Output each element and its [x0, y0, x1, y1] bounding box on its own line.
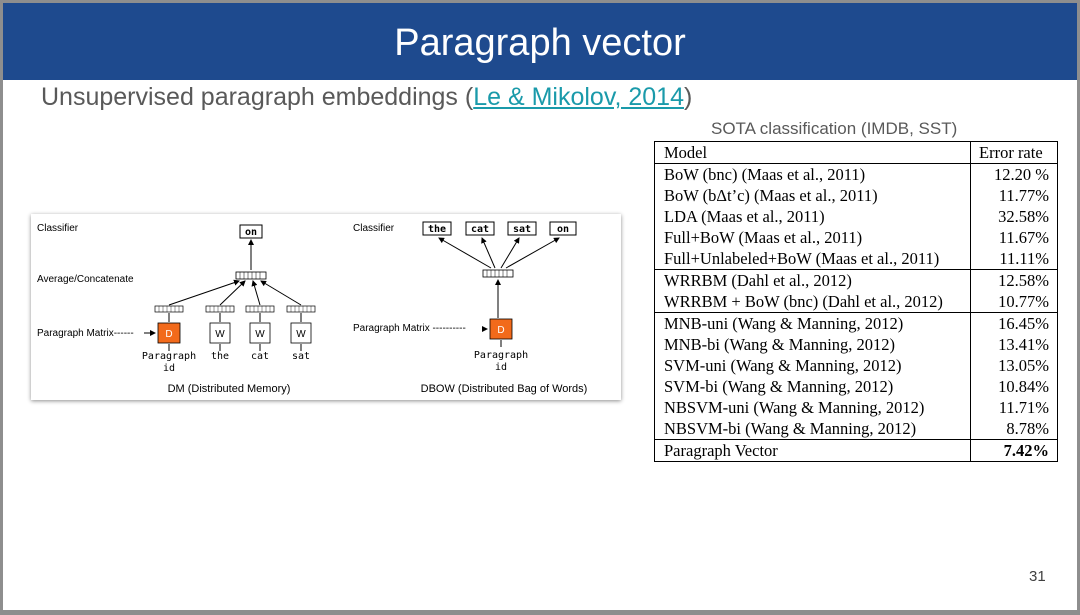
table-row: Full+Unlabeled+BoW (Maas et al., 2011)11… — [654, 248, 1058, 270]
row-error: 10.77% — [970, 291, 1058, 313]
dm-avg-vector — [235, 271, 267, 280]
dbow-d-label: D — [497, 325, 504, 336]
page-number: 31 — [1029, 568, 1046, 585]
dbow-output-box-2 — [465, 221, 495, 236]
dm-w-label-1: W — [215, 329, 225, 340]
row-error: 11.11% — [970, 248, 1058, 270]
table-row: BoW (bnc) (Maas et al., 2011)12.20 % — [654, 163, 1058, 185]
dm-caption: DM (Distributed Memory) — [168, 383, 291, 395]
dbow-d-box — [489, 318, 513, 340]
dbow-output-box-1 — [422, 221, 452, 236]
table-row: BoW (bΔt’c) (Maas et al., 2011)11.77% — [654, 185, 1058, 206]
subtitle-prefix: Unsupervised paragraph embeddings ( — [41, 83, 474, 111]
dbow-output-box-4 — [549, 221, 577, 236]
dbow-paragraph-label: Paragraph — [474, 350, 528, 361]
dm-paragraph-label: Paragraph — [142, 351, 196, 362]
table-row: WRRBM + BoW (bnc) (Dahl et al., 2012)10.… — [654, 291, 1058, 313]
row-error: 12.58% — [970, 269, 1058, 291]
dm-matrix-label: Paragraph Matrix------ — [37, 328, 134, 339]
row-error: 11.77% — [970, 185, 1058, 206]
architecture-figure: Classifier Average/Concatenate Paragraph… — [31, 214, 621, 400]
dm-output-box — [239, 224, 263, 239]
dm-output-word: on — [245, 227, 257, 238]
dbow-classifier-label: Classifier — [353, 223, 395, 234]
dm-w-box-3 — [290, 322, 312, 344]
dm-w-box-1 — [209, 322, 231, 344]
row-error: 7.42% — [970, 439, 1058, 462]
results-table: Model Error rate BoW (bnc) (Maas et al.,… — [654, 141, 1058, 462]
table-row: NBSVM-uni (Wang & Manning, 2012)11.71% — [654, 397, 1058, 418]
table-row: Full+BoW (Maas et al., 2011)11.67% — [654, 227, 1058, 248]
row-model: LDA (Maas et al., 2011) — [654, 206, 971, 227]
table-row: MNB-bi (Wang & Manning, 2012)13.41% — [654, 334, 1058, 355]
dm-w-box-2 — [249, 322, 271, 344]
row-model: NBSVM-bi (Wang & Manning, 2012) — [654, 418, 971, 440]
dm-d-box — [157, 322, 181, 344]
row-model: BoW (bnc) (Maas et al., 2011) — [654, 163, 971, 185]
dm-word-2: cat — [251, 351, 269, 362]
table-row: SVM-uni (Wang & Manning, 2012)13.05% — [654, 355, 1058, 376]
dbow-output-word-4: on — [557, 224, 569, 235]
row-model: MNB-bi (Wang & Manning, 2012) — [654, 334, 971, 355]
row-error: 11.67% — [970, 227, 1058, 248]
row-model: WRRBM + BoW (bnc) (Dahl et al., 2012) — [654, 291, 971, 313]
dm-word-1: the — [211, 351, 229, 362]
dbow-matrix-label: Paragraph Matrix ---------- — [353, 323, 466, 334]
dbow-id-label: id — [495, 362, 507, 373]
dm-avg-label: Average/Concatenate — [37, 274, 134, 285]
dbow-hidden-vector — [482, 269, 514, 278]
dm-d-label: D — [165, 329, 172, 340]
table-row: WRRBM (Dahl et al., 2012)12.58% — [654, 269, 1058, 291]
dm-id-label: id — [163, 363, 175, 374]
slide-title: Paragraph vector — [394, 22, 686, 64]
table-row: MNB-uni (Wang & Manning, 2012)16.45% — [654, 312, 1058, 334]
row-model: MNB-uni (Wang & Manning, 2012) — [654, 312, 971, 334]
slide: Paragraph vector Unsupervised paragraph … — [3, 3, 1077, 610]
row-model: SVM-bi (Wang & Manning, 2012) — [654, 376, 971, 397]
row-error: 8.78% — [970, 418, 1058, 440]
row-error: 10.84% — [970, 376, 1058, 397]
row-model: Full+Unlabeled+BoW (Maas et al., 2011) — [654, 248, 971, 270]
dbow-output-word-3: sat — [513, 224, 531, 235]
table-row: NBSVM-bi (Wang & Manning, 2012)8.78% — [654, 418, 1058, 440]
dbow-caption: DBOW (Distributed Bag of Words) — [421, 383, 588, 395]
row-error: 16.45% — [970, 312, 1058, 334]
dbow-output-word-1: the — [428, 224, 446, 235]
dbow-output-box-3 — [507, 221, 537, 236]
row-model: SVM-uni (Wang & Manning, 2012) — [654, 355, 971, 376]
row-model: WRRBM (Dahl et al., 2012) — [654, 269, 971, 291]
row-error: 12.20 % — [970, 163, 1058, 185]
row-error: 13.05% — [970, 355, 1058, 376]
citation-link[interactable]: Le & Mikolov, 2014 — [473, 83, 684, 111]
row-model: NBSVM-uni (Wang & Manning, 2012) — [654, 397, 971, 418]
row-model: Paragraph Vector — [654, 439, 971, 462]
dm-w-label-2: W — [255, 329, 265, 340]
dm-word-3: sat — [292, 351, 310, 362]
row-error: 11.71% — [970, 397, 1058, 418]
subtitle-suffix: ) — [683, 83, 693, 111]
dbow-output-word-2: cat — [471, 224, 489, 235]
sota-caption: SOTA classification (IMDB, SST) — [711, 119, 958, 138]
subtitle: Unsupervised paragraph embeddings (Le & … — [41, 83, 692, 112]
title-bar — [3, 3, 1077, 80]
dm-classifier-label: Classifier — [37, 223, 79, 234]
architecture-diagram: Classifier Average/Concatenate Paragraph… — [37, 221, 588, 395]
header-model: Model — [654, 141, 971, 164]
row-error: 13.41% — [970, 334, 1058, 355]
table-header-row: Model Error rate — [654, 141, 1058, 164]
row-model: BoW (bΔt’c) (Maas et al., 2011) — [654, 185, 971, 206]
dm-w-label-3: W — [296, 329, 306, 340]
row-error: 32.58% — [970, 206, 1058, 227]
table-row: LDA (Maas et al., 2011)32.58% — [654, 206, 1058, 227]
row-model: Full+BoW (Maas et al., 2011) — [654, 227, 971, 248]
header-error-rate: Error rate — [970, 141, 1058, 164]
table-row: SVM-bi (Wang & Manning, 2012)10.84% — [654, 376, 1058, 397]
